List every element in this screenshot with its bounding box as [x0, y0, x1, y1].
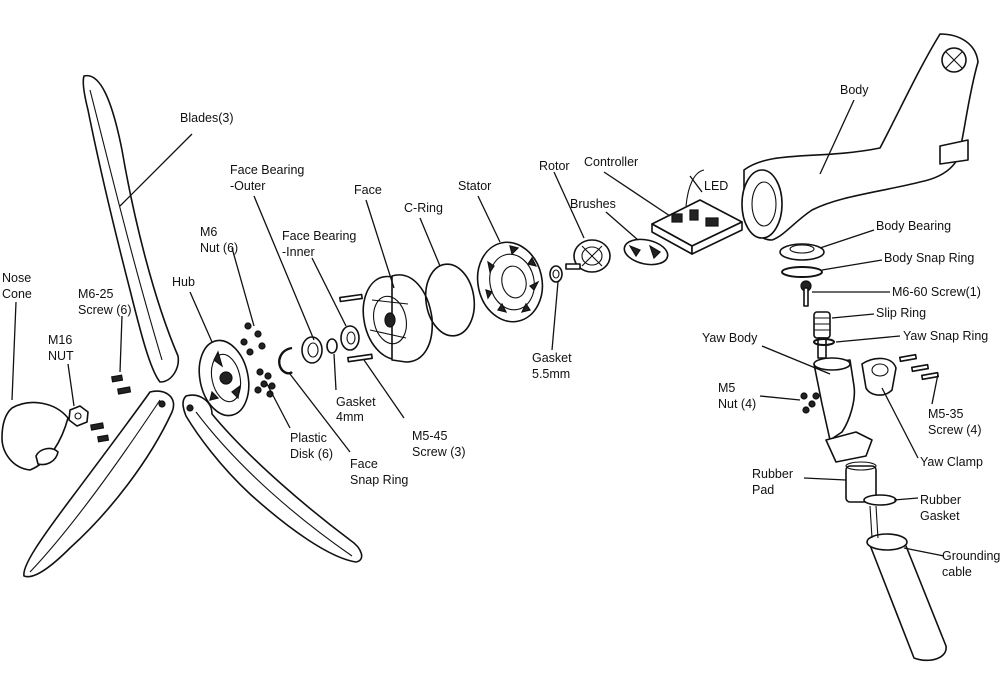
slip-ring-part: [813, 311, 831, 359]
m6-nuts-part: [240, 322, 266, 356]
rotor-part: [565, 239, 611, 273]
m6-25-screws-part: [90, 374, 132, 443]
leader-lines: [11, 99, 945, 557]
brushes-label: Brushes: [570, 197, 616, 211]
body-bearing-part: [779, 243, 825, 261]
body-snap-ring-label: Body Snap Ring: [884, 251, 974, 265]
yaw-clamp-part: [861, 357, 897, 396]
hub-label: Hub: [172, 275, 195, 289]
m6-60-screw-part: [800, 280, 812, 307]
body-bearing-label: Body Bearing: [876, 219, 951, 233]
blades-label: Blades(3): [180, 111, 234, 125]
m16-nut-part: [68, 405, 89, 427]
m5-nuts-part: [800, 392, 820, 414]
yaw-clamp-label: Yaw Clamp: [920, 455, 983, 469]
led-label: LED: [704, 179, 728, 193]
body-part: [741, 33, 979, 241]
pole-tube-part: [866, 505, 947, 662]
face-snap-ring-part: [278, 346, 293, 375]
yaw-body-part: [813, 357, 873, 463]
controller-label: Controller: [584, 155, 638, 169]
face-bearing-outer-part: [301, 336, 323, 364]
c-ring-part: [424, 263, 476, 337]
controller-part: [651, 169, 743, 255]
yaw-snap-ring-label: Yaw Snap Ring: [903, 329, 988, 343]
c-ring-label: C-Ring: [404, 201, 443, 215]
rubber-pad-part: [845, 461, 877, 503]
face-bearing-outer-label: Face Bearing-Outer: [230, 163, 304, 193]
face-label: Face: [354, 183, 382, 197]
face-bearing-inner-part: [340, 325, 360, 351]
rotor-label: Rotor: [539, 159, 570, 173]
body-snap-ring-part: [781, 266, 823, 278]
face-part: [362, 274, 434, 363]
slip-ring-label: Slip Ring: [876, 306, 926, 320]
nose-cone-part: [1, 401, 69, 471]
stator-label: Stator: [458, 179, 491, 193]
yaw-body-label: Yaw Body: [702, 331, 758, 345]
blades-part: [23, 74, 363, 578]
hub-part: [198, 339, 250, 417]
yaw-snap-ring-part: [813, 338, 835, 346]
m5-45-screws-part: [339, 293, 373, 363]
rubber-gasket-part: [863, 494, 897, 506]
face-bearing-inner-label: Face Bearing-Inner: [282, 229, 356, 259]
gasket-4mm-part: [326, 338, 338, 354]
brushes-part: [623, 238, 669, 266]
m6-60-screw-label: M6-60 Screw(1): [892, 285, 981, 299]
stator-part: [476, 241, 544, 323]
m5-35-screws-part: [898, 353, 940, 381]
body-label: Body: [840, 83, 869, 97]
gasket-5-5mm-part: [549, 265, 563, 283]
